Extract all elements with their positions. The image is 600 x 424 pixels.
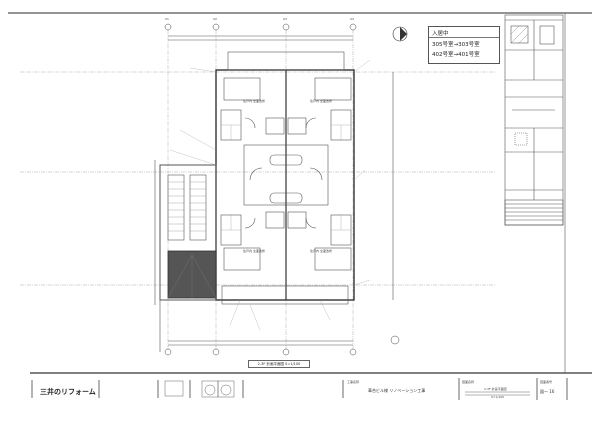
grid-label: X1 (165, 17, 169, 21)
grid-label: X2 (213, 17, 217, 21)
room-label: 住戸内 全面改修 (310, 249, 332, 253)
room-label: 住戸内 全面改修 (243, 99, 265, 103)
drawing-number: 図ー 16 (540, 389, 555, 394)
drawing-name: 2-3F 計画平面図 (484, 387, 507, 391)
occupancy-line: 305号室→303号室 (432, 42, 480, 48)
company-logo: 三井のリフォーム (40, 388, 96, 396)
project-name: 華合ビル様 リノベーション工事 (368, 388, 426, 393)
drawing-no-label: 図面番号 (540, 380, 553, 384)
project-label: 工事名称 (347, 380, 360, 384)
room-label: 住戸内 全面改修 (243, 249, 265, 253)
occupancy-line: 402号室→401号室 (432, 52, 480, 58)
north-arrow-icon (392, 26, 408, 42)
drawing-name-label: 図面名称 (462, 380, 475, 384)
drawing-scale: S=1/100 (491, 395, 505, 399)
occupancy-note-box: 入居中 305号室→303号室 402号室→401号室 (428, 26, 500, 64)
occupancy-title: 入居中 (429, 27, 499, 38)
room-label: 住戸内 全面改修 (310, 99, 332, 103)
grid-label: X4 (350, 17, 354, 21)
drawing-scale-label: 2-3F 計画平面図 S=1/100 (248, 360, 310, 368)
grid-label: X3 (283, 17, 287, 21)
